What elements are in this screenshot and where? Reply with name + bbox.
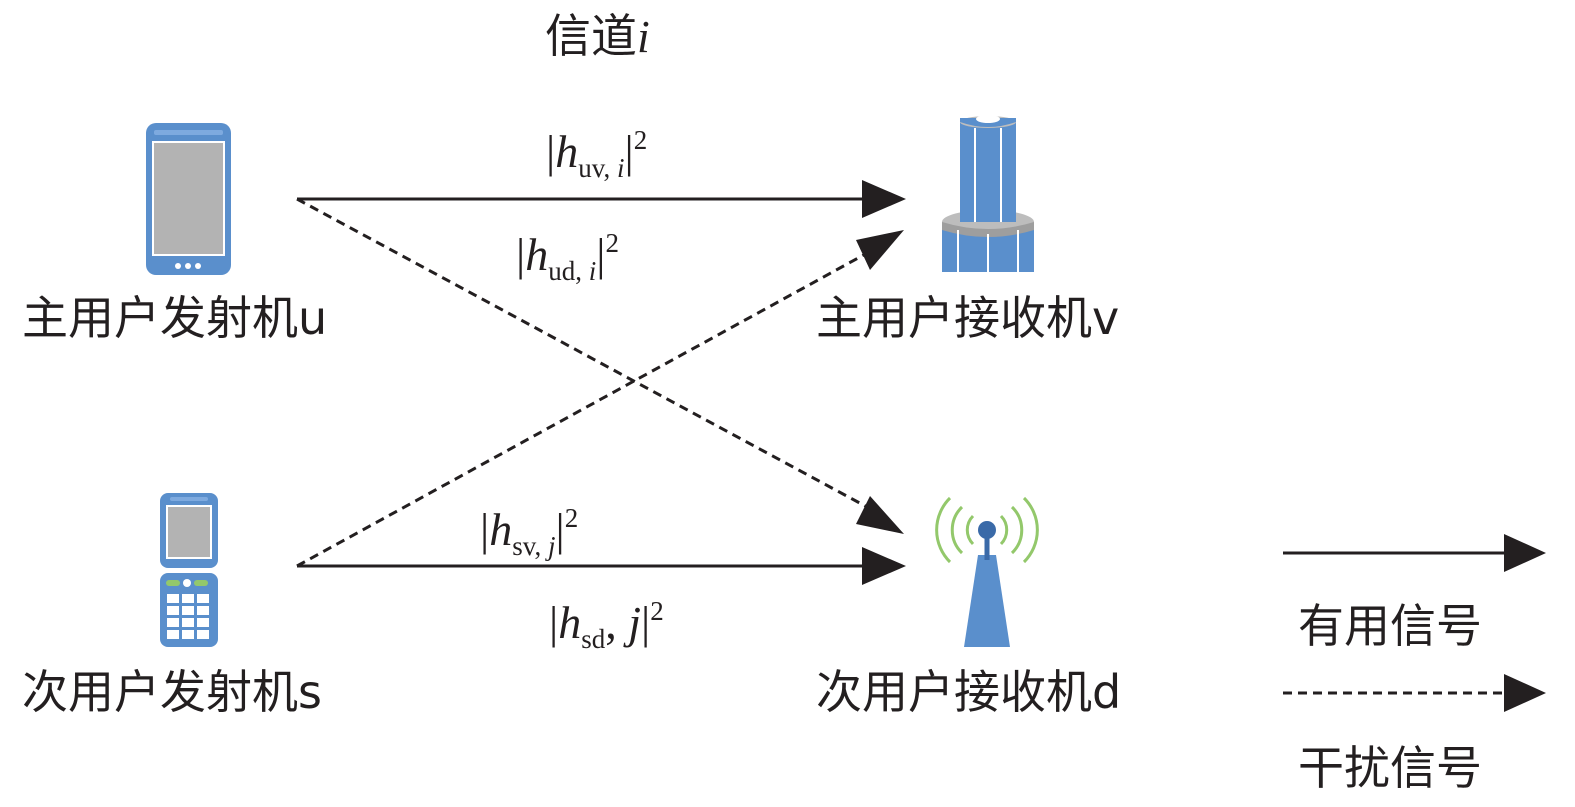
- legend-interference-arrowhead: [1504, 674, 1546, 712]
- link-label-sd: |hsd, j|2: [549, 596, 664, 654]
- useful-link-uv-arrowhead: [862, 180, 906, 218]
- secondary-rx-label: 次用户接收机d: [816, 665, 1121, 719]
- legend-useful-arrowhead: [1504, 534, 1546, 572]
- primary-rx-label: 主用户接收机v: [816, 291, 1119, 345]
- interference-link-ud-arrow: [296, 197, 881, 516]
- channel-title: 信道i: [545, 9, 650, 63]
- primary-rx-tower-icon: [942, 115, 1034, 272]
- interference-link-sv-arrow: [296, 244, 881, 568]
- secondary-rx-antenna-icon: [935, 496, 1039, 647]
- legend: 有用信号 干扰信号: [1283, 534, 1546, 795]
- legend-useful-label: 有用信号: [1298, 599, 1482, 653]
- primary-tx-label: 主用户发射机u: [22, 291, 327, 345]
- useful-link-sd-arrowhead: [862, 547, 906, 585]
- secondary-tx-label: 次用户发射机s: [22, 665, 322, 719]
- link-label-uv: |huv, i|2: [546, 125, 647, 183]
- secondary-tx-phone-icon: [160, 493, 218, 647]
- interference-link-ud-arrowhead: [856, 496, 904, 534]
- legend-interference-label: 干扰信号: [1298, 741, 1482, 795]
- primary-tx-phone-icon: [146, 123, 231, 275]
- link-label-sv: |hsv, j|2: [480, 503, 578, 561]
- link-label-ud: |hud, i|2: [516, 228, 619, 286]
- interference-link-sv-arrowhead: [856, 230, 904, 270]
